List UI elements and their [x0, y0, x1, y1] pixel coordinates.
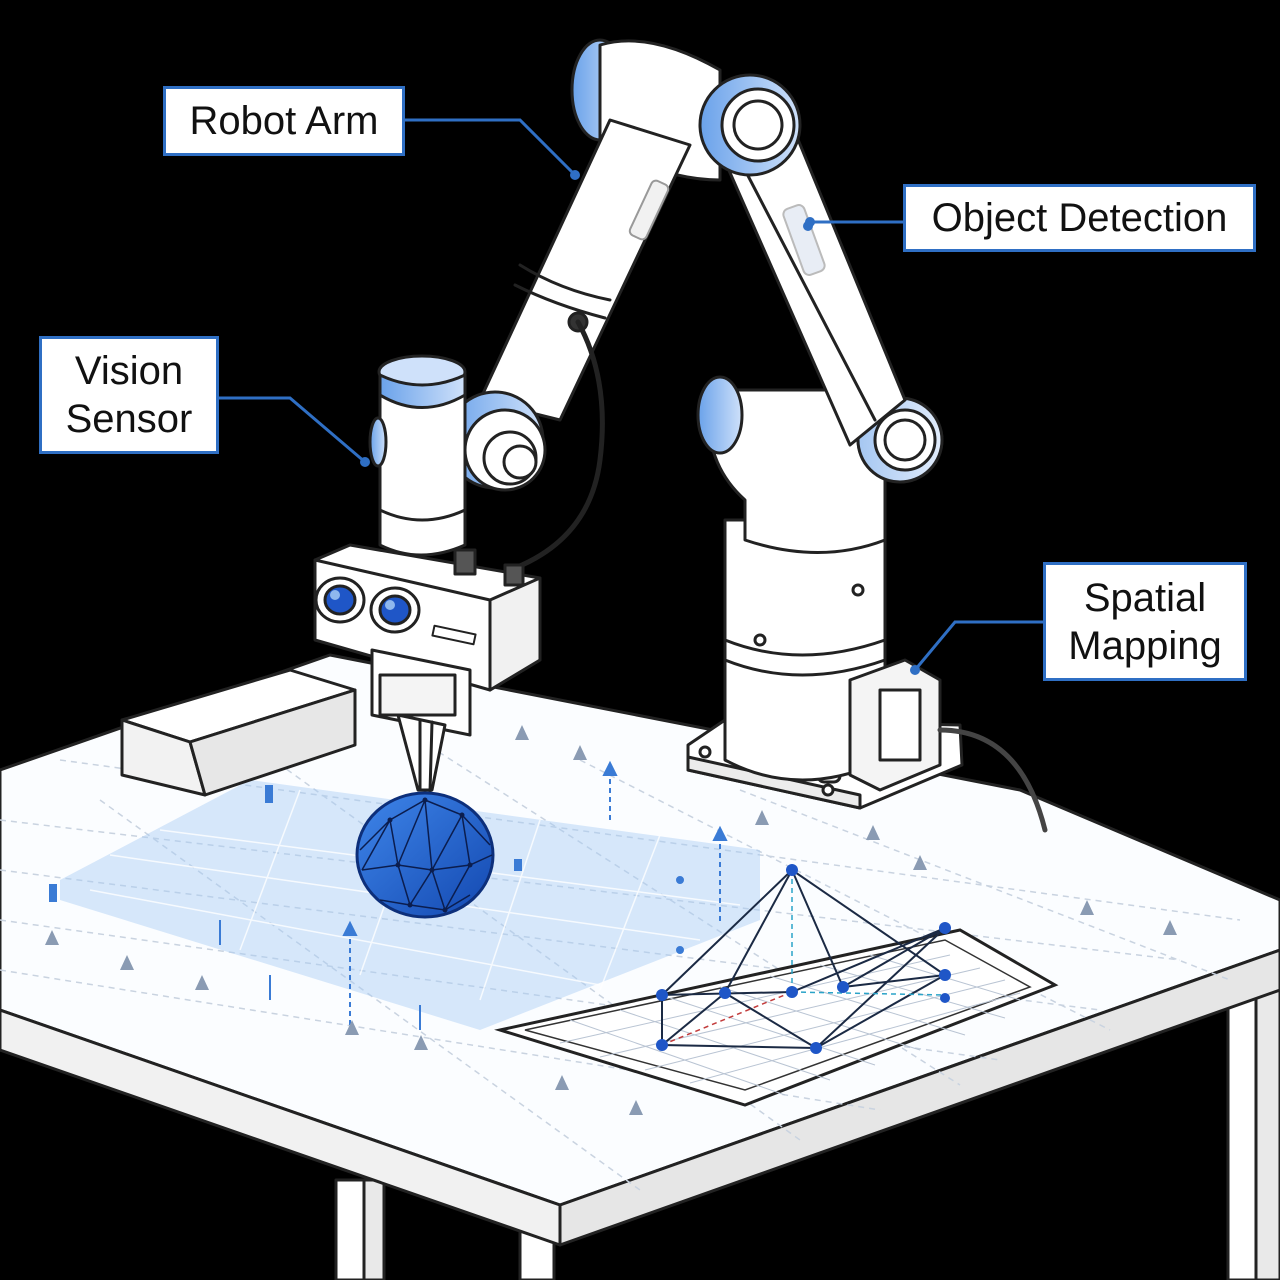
vision-sensor-label: Vision Sensor	[39, 336, 219, 454]
robot-arm-label-text: Robot Arm	[189, 99, 379, 143]
object-detection-label-text: Object Detection	[931, 196, 1228, 240]
camera-lens-icon	[314, 576, 421, 634]
vision-sensor-label-line-1: Vision	[74, 349, 184, 393]
spatial-map-sheet	[494, 864, 1059, 1107]
callout-anchors	[360, 170, 920, 675]
box-object	[120, 668, 357, 797]
spatial-mapping-label: Spatial Mapping	[1043, 562, 1247, 681]
measurement-markers	[49, 760, 728, 1030]
object-detection-label: Object Detection	[903, 184, 1256, 252]
surface-markers	[45, 725, 1177, 1115]
callout-leaders	[219, 118, 1043, 671]
polyhedron-sphere-icon	[355, 791, 495, 919]
spatial-mapping-label-line-1: Spatial	[1083, 575, 1207, 620]
workbench-table	[0, 653, 1280, 1280]
spatial-mapping-label-line-2: Mapping	[1068, 623, 1222, 668]
robot-arm-label: Robot Arm	[163, 86, 405, 156]
vision-sensor-label-line-2: Sensor	[65, 397, 193, 441]
robot-arm-icon	[313, 38, 1048, 833]
spatial-grid	[0, 739, 1241, 1191]
